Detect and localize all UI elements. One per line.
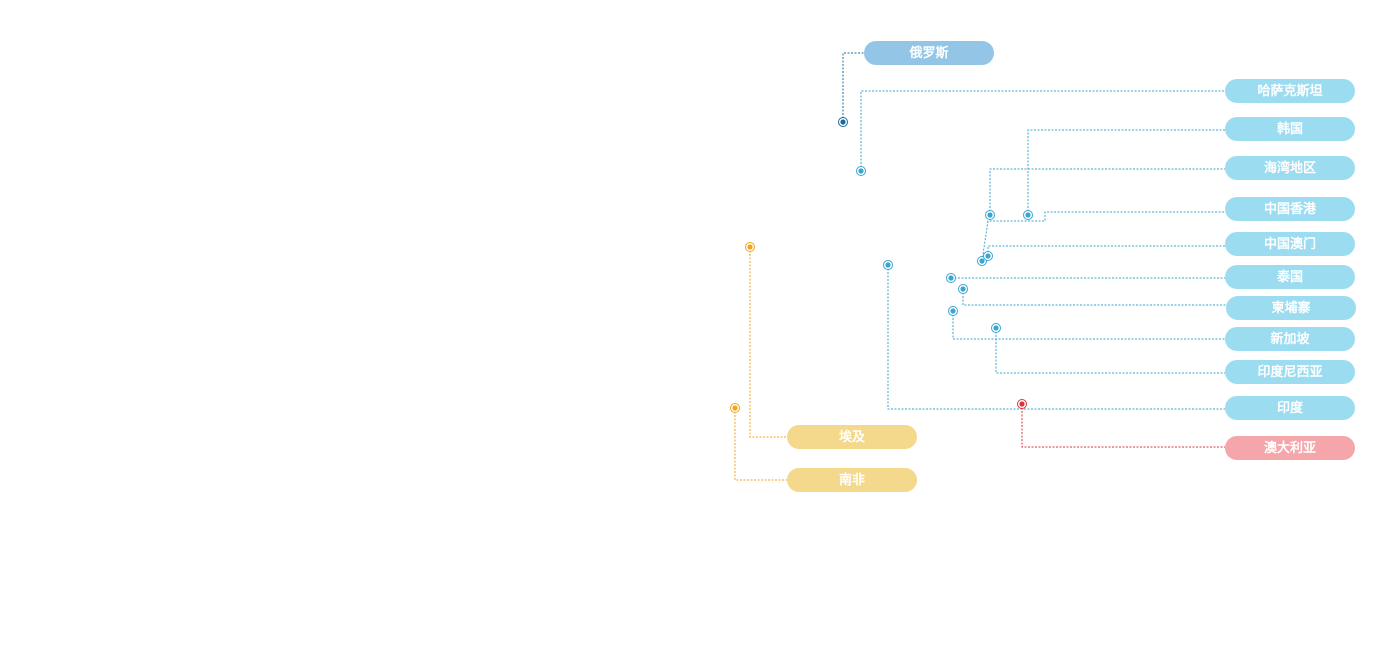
leader-line-egypt xyxy=(749,247,787,438)
marker-cambodia-icon[interactable] xyxy=(958,284,968,294)
marker-india-icon[interactable] xyxy=(883,260,893,270)
marker-indonesia-icon[interactable] xyxy=(991,323,1001,333)
callout-cambodia[interactable]: 柬埔寨 xyxy=(1226,296,1356,320)
marker-egypt-icon[interactable] xyxy=(745,242,755,252)
marker-gulf-icon[interactable] xyxy=(985,210,995,220)
callout-russia[interactable]: 俄罗斯 xyxy=(864,41,994,65)
marker-russia-icon[interactable] xyxy=(838,117,848,127)
leader-line-singapore xyxy=(952,311,1225,340)
callout-kazakhstan[interactable]: 哈萨克斯坦 xyxy=(1225,79,1355,103)
marker-kazakhstan-icon[interactable] xyxy=(856,166,866,176)
callout-korea[interactable]: 韩国 xyxy=(1225,117,1355,141)
leader-line-gulf xyxy=(989,168,1225,215)
marker-korea-icon[interactable] xyxy=(1023,210,1033,220)
marker-southafrica-icon[interactable] xyxy=(730,403,740,413)
marker-thailand-icon[interactable] xyxy=(946,273,956,283)
leader-line-indonesia xyxy=(995,328,1225,374)
marker-australia-icon[interactable] xyxy=(1017,399,1027,409)
callout-australia[interactable]: 澳大利亚 xyxy=(1225,436,1355,460)
callout-southafrica[interactable]: 南非 xyxy=(787,468,917,492)
callout-singapore[interactable]: 新加坡 xyxy=(1225,327,1355,351)
leader-line-macau xyxy=(987,245,1225,256)
callout-thailand[interactable]: 泰国 xyxy=(1225,265,1355,289)
callout-indonesia[interactable]: 印度尼西亚 xyxy=(1225,360,1355,384)
marker-singapore-icon[interactable] xyxy=(948,306,958,316)
leader-line-australia xyxy=(1021,404,1225,448)
location-markers xyxy=(730,117,1033,413)
leader-line-southafrica xyxy=(734,408,787,481)
leader-line-korea xyxy=(1027,129,1225,215)
leader-lines xyxy=(734,52,1226,481)
leader-line-kazakhstan xyxy=(860,90,1225,171)
callout-india[interactable]: 印度 xyxy=(1225,396,1355,420)
leader-line-india xyxy=(887,265,1225,410)
callout-hongkong[interactable]: 中国香港 xyxy=(1225,197,1355,221)
marker-macau-icon[interactable] xyxy=(983,251,993,261)
callout-gulf[interactable]: 海湾地区 xyxy=(1225,156,1355,180)
leader-line-russia xyxy=(842,52,864,122)
leader-line-hongkong xyxy=(981,211,1225,262)
callout-egypt[interactable]: 埃及 xyxy=(787,425,917,449)
leader-line-cambodia xyxy=(962,289,1226,306)
callout-macau[interactable]: 中国澳门 xyxy=(1225,232,1355,256)
